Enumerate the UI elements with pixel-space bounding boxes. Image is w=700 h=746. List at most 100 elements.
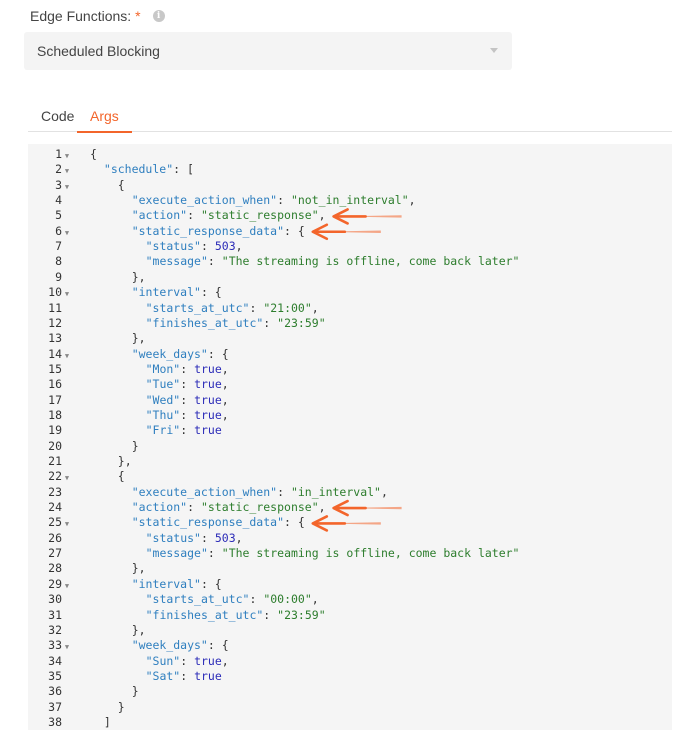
code-token: :: [180, 392, 195, 407]
fold-toggle-icon[interactable]: ▼: [64, 167, 70, 176]
code-line: "finishes_at_utc": "23:59": [146, 316, 326, 331]
line-number-text: 1: [55, 147, 62, 161]
line-number: 31: [28, 608, 72, 623]
code-token: 503: [214, 239, 236, 254]
fold-toggle-icon[interactable]: ▼: [64, 643, 70, 652]
line-number: 29▼: [28, 577, 72, 592]
line-number: 2▼: [28, 162, 72, 177]
line-number-text: 7: [55, 239, 62, 254]
line-number-text: 38: [48, 714, 62, 729]
code-line: "message": "The streaming is offline, co…: [146, 254, 520, 269]
code-token: "static_response_data": [131, 515, 285, 530]
line-number: 14▼: [28, 347, 72, 362]
code-token: ,: [235, 530, 243, 545]
code-token: "execute_action_when": [131, 484, 278, 499]
code-token: "interval": [131, 576, 201, 591]
code-token: "status": [145, 239, 201, 254]
code-token: "finishes_at_utc": [145, 315, 264, 330]
code-token: "Thu": [145, 407, 181, 422]
line-number-text: 6: [55, 223, 62, 238]
code-token: ,: [221, 653, 229, 668]
line-number-text: 16: [48, 377, 62, 392]
line-number-text: 37: [48, 699, 62, 714]
code-line: "week_days": {: [132, 347, 229, 362]
code-line: "action": "static_response",: [132, 208, 326, 223]
code-token: }: [131, 684, 139, 699]
code-token: "starts_at_utc": [145, 592, 250, 607]
code-line: "Sun": true,: [146, 654, 229, 669]
code-line: "interval": {: [132, 285, 222, 300]
code-token: : {: [284, 223, 305, 238]
code-token: :: [277, 484, 291, 499]
line-number: 22▼: [28, 469, 72, 484]
code-token: 503: [214, 530, 236, 545]
code-line: "action": "static_response",: [132, 500, 326, 515]
code-token: ]: [103, 714, 111, 729]
code-token: : [: [173, 162, 194, 177]
code-line: "interval": {: [132, 577, 222, 592]
code-text-area[interactable]: { "schedule": [ { "execute_action_when": "n…: [90, 144, 672, 730]
code-token: "not_in_interval": [290, 193, 409, 208]
fold-toggle-icon[interactable]: ▼: [64, 228, 70, 237]
code-line: "schedule": [: [104, 162, 194, 177]
code-line: ]: [104, 715, 111, 730]
code-token: "23:59": [277, 315, 326, 330]
line-number: 26: [28, 531, 72, 546]
code-token: :: [187, 208, 201, 223]
line-number: 37: [28, 700, 72, 715]
line-number-text: 13: [48, 331, 62, 346]
line-number-text: 35: [48, 668, 62, 683]
line-number: 4: [28, 193, 72, 208]
code-line: "Fri": true: [146, 423, 222, 438]
code-token: ,: [235, 239, 243, 254]
line-number: 19: [28, 423, 72, 438]
code-line: {: [90, 147, 97, 162]
info-icon[interactable]: i: [152, 10, 165, 22]
line-number: 17: [28, 393, 72, 408]
line-number-text: 30: [48, 592, 62, 607]
code-token: "23:59": [277, 607, 326, 622]
line-number: 8: [28, 254, 72, 269]
code-token: :: [187, 500, 201, 515]
code-line: }: [132, 684, 139, 699]
code-token: },: [131, 331, 146, 346]
edge-functions-selected-value: Scheduled Blocking: [37, 43, 160, 59]
code-token: },: [131, 269, 146, 284]
line-number: 5: [28, 208, 72, 223]
edge-functions-select[interactable]: Scheduled Blocking: [24, 32, 512, 70]
code-token: "execute_action_when": [131, 193, 278, 208]
code-token: :: [200, 530, 215, 545]
tab-bar: Code Args: [28, 106, 672, 133]
line-number: 16: [28, 377, 72, 392]
fold-toggle-icon[interactable]: ▼: [64, 290, 70, 299]
tab-code[interactable]: Code: [41, 108, 75, 124]
fold-toggle-icon[interactable]: ▼: [64, 182, 70, 191]
code-line: },: [118, 454, 132, 469]
code-token: "Wed": [145, 392, 181, 407]
line-number: 15: [28, 362, 72, 377]
code-line: "starts_at_utc": "21:00",: [146, 301, 319, 316]
fold-toggle-icon[interactable]: ▼: [64, 152, 70, 160]
code-token: true: [194, 653, 222, 668]
code-token: true: [194, 392, 222, 407]
code-token: "static_response_data": [131, 223, 285, 238]
tab-args[interactable]: Args: [77, 108, 132, 133]
code-token: "The streaming is offline, come back lat…: [221, 546, 520, 561]
code-token: },: [117, 454, 132, 468]
line-number-text: 11: [48, 300, 62, 315]
fold-toggle-icon[interactable]: ▼: [64, 351, 70, 360]
line-number: 34: [28, 654, 72, 669]
code-line: "status": 503,: [146, 239, 243, 254]
fold-toggle-icon[interactable]: ▼: [64, 520, 70, 529]
code-token: : {: [200, 285, 222, 300]
code-token: :: [180, 377, 195, 392]
code-token: "week_days": [131, 638, 208, 653]
code-line: {: [118, 469, 125, 484]
edge-functions-label-text: Edge Functions:: [30, 8, 132, 24]
code-token: : {: [284, 515, 305, 530]
code-token: "Sun": [145, 653, 181, 668]
fold-toggle-icon[interactable]: ▼: [64, 581, 70, 590]
code-token: "00:00": [263, 592, 312, 607]
fold-toggle-icon[interactable]: ▼: [64, 474, 70, 483]
